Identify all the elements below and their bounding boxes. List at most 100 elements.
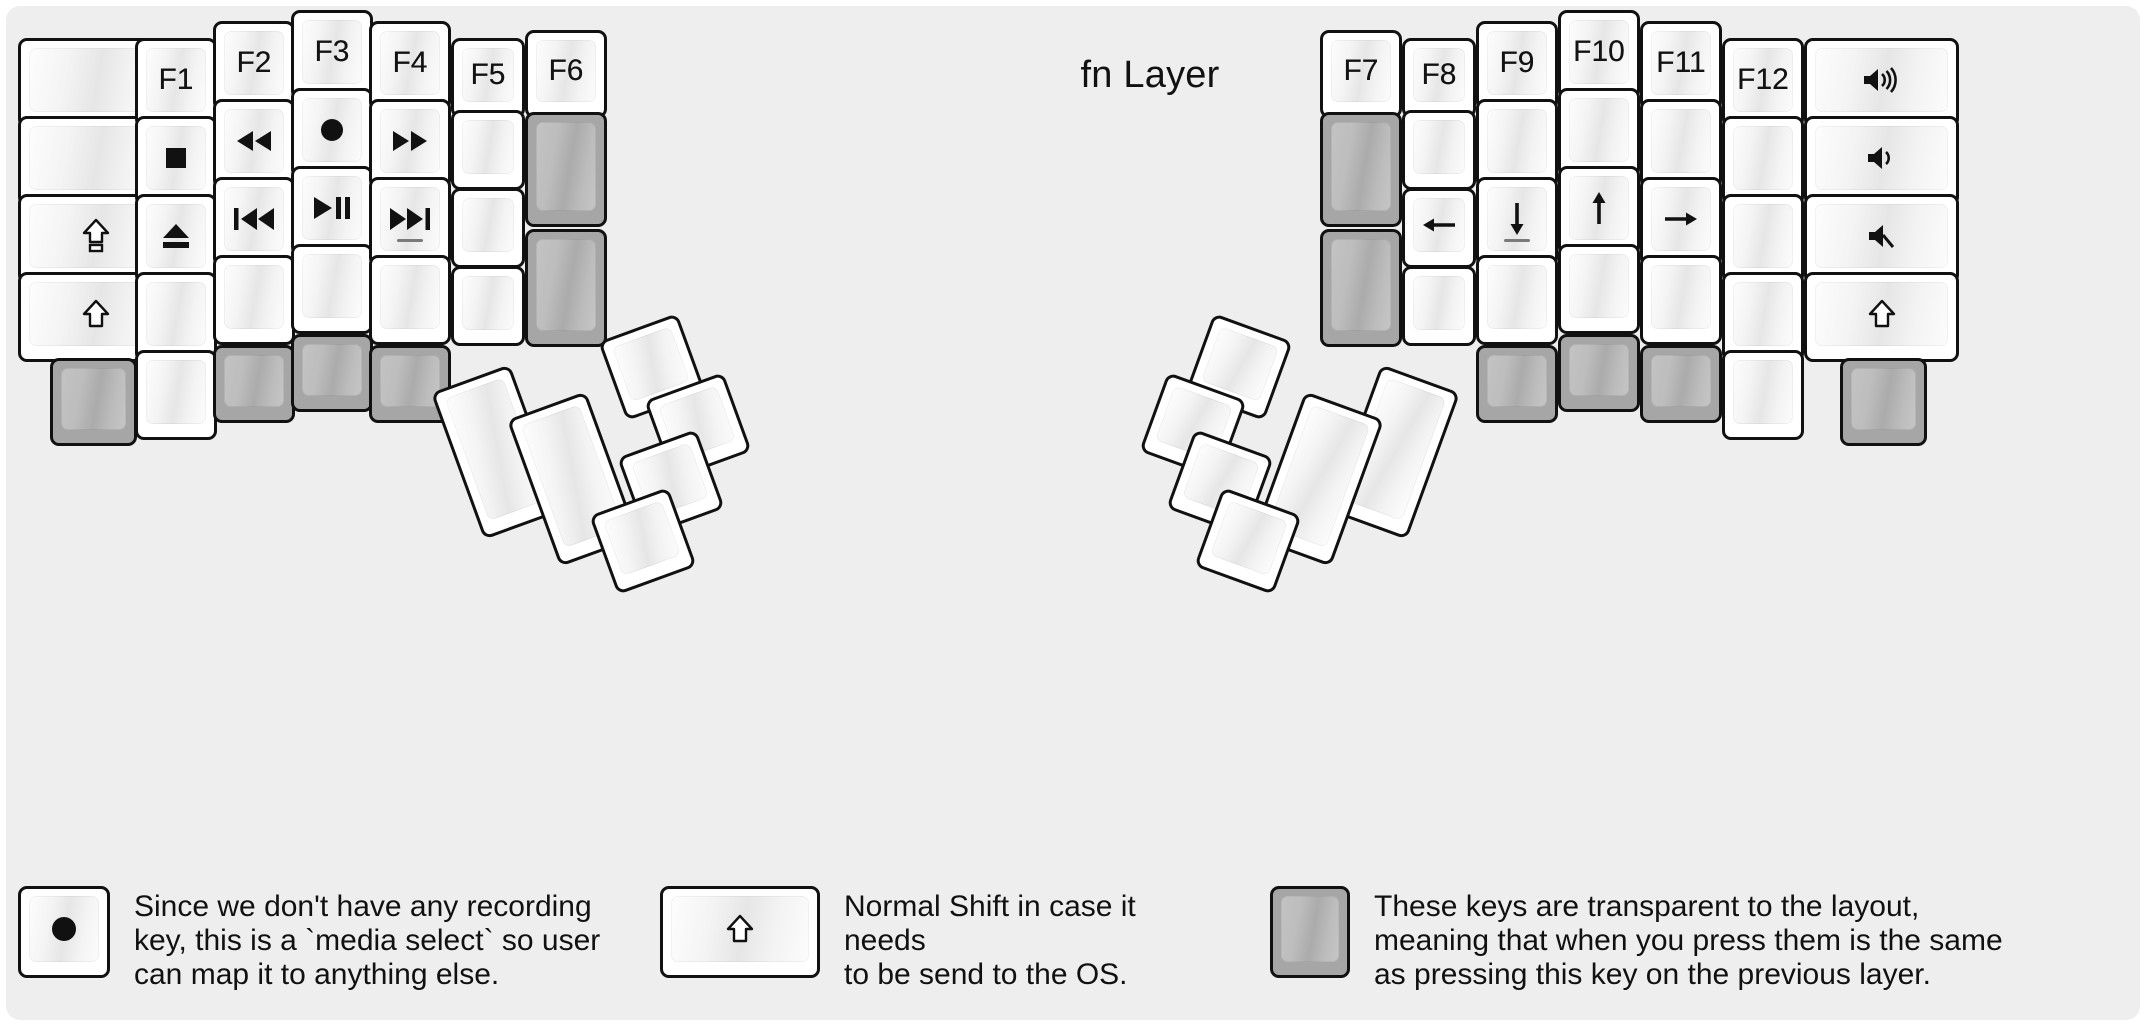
key-l-c5-r2[interactable] <box>369 99 451 189</box>
key-cap <box>1651 109 1711 173</box>
key-cap <box>1815 126 1948 190</box>
key-r-c4-r2[interactable] <box>1558 88 1640 178</box>
key-r-c3-r2[interactable] <box>1476 99 1558 189</box>
key-cap <box>1413 276 1465 330</box>
key-l-c2-r5[interactable] <box>135 350 217 440</box>
key-l-c4-r5[interactable] <box>291 334 373 412</box>
key-r-c7-r1[interactable] <box>1804 38 1959 128</box>
key-l-c2-r3[interactable] <box>135 194 217 284</box>
legend-item: Normal Shift in case it needs to be send… <box>660 886 1220 992</box>
key-cap: F6 <box>536 40 596 102</box>
key-r-c6-r2[interactable] <box>1722 116 1804 206</box>
key-l-c7-r1[interactable]: F6 <box>525 30 607 118</box>
key-l-c6-r4[interactable] <box>451 266 525 346</box>
key-r-c3-r3[interactable] <box>1476 177 1558 267</box>
volume-mute-icon <box>1865 221 1899 251</box>
shift-arrow-icon <box>81 298 111 330</box>
key-l-c4-r1[interactable]: F3 <box>291 10 373 100</box>
key-l-c4-r4[interactable] <box>291 244 373 334</box>
key-r-c3-r4[interactable] <box>1476 255 1558 345</box>
record-circle-icon <box>47 912 81 946</box>
key-cap <box>1733 126 1793 190</box>
key-r-c5-r1[interactable]: F11 <box>1640 21 1722 111</box>
key-r-c5-r5[interactable] <box>1640 345 1722 423</box>
key-r-c6-r4[interactable] <box>1722 272 1804 362</box>
key-cap <box>1569 176 1629 240</box>
key-r-c4-r5[interactable] <box>1558 334 1640 412</box>
prev-track-icon <box>231 206 277 232</box>
key-r-c7-r3[interactable] <box>1804 194 1959 284</box>
key-cap: F8 <box>1413 48 1465 102</box>
key-cap: F3 <box>302 20 362 84</box>
key-r-c5-r3[interactable] <box>1640 177 1722 267</box>
key-l-c7-r2[interactable] <box>525 112 607 227</box>
key-r-c2-r2[interactable] <box>1402 110 1476 190</box>
key-cap <box>224 187 284 251</box>
key-cap <box>1733 360 1793 424</box>
key-r-c6-r1[interactable]: F12 <box>1722 38 1804 128</box>
key-label: F6 <box>548 54 584 87</box>
key-cap <box>602 500 682 577</box>
key-l-c6-r1[interactable]: F5 <box>451 38 525 118</box>
key-r-c3-r1[interactable]: F9 <box>1476 21 1558 111</box>
key-label: F3 <box>314 35 350 68</box>
key-r-c5-r2[interactable] <box>1640 99 1722 189</box>
key-cap <box>1651 355 1711 407</box>
key-l-c6-r2[interactable] <box>451 110 525 190</box>
key-cap <box>61 368 126 430</box>
key-r-c4-r4[interactable] <box>1558 244 1640 334</box>
key-r-c2-r4[interactable] <box>1402 266 1476 346</box>
key-r-c2-r3[interactable] <box>1402 188 1476 268</box>
homing-bar-icon <box>1504 239 1530 242</box>
key-cap <box>146 204 206 268</box>
key-cap <box>146 282 206 346</box>
key-cap <box>1487 109 1547 173</box>
key-cap <box>380 355 440 407</box>
key-r-c6-r5[interactable] <box>1722 350 1804 440</box>
key-l-c5-r4[interactable] <box>369 255 451 345</box>
key-l-c3-r1[interactable]: F2 <box>213 21 295 111</box>
key-r-c6-r3[interactable] <box>1722 194 1804 284</box>
key-cap <box>1815 282 1948 346</box>
key-r-c1-r3[interactable] <box>1320 229 1402 347</box>
key-l-c4-r2[interactable] <box>291 88 373 178</box>
key-l-c5-r3[interactable] <box>369 177 451 267</box>
key-l-c3-r5[interactable] <box>213 345 295 423</box>
key-l-c2-r1[interactable]: F1 <box>135 38 217 128</box>
key-cap <box>1815 48 1948 112</box>
key-r-c2-r1[interactable]: F8 <box>1402 38 1476 118</box>
key-r-c1-r2[interactable] <box>1320 112 1402 227</box>
key-cap <box>380 109 440 173</box>
key-cap: F11 <box>1651 31 1711 95</box>
key-cap <box>146 126 206 190</box>
key-r-c7-r4[interactable] <box>1804 272 1959 362</box>
stop-square-icon <box>159 141 193 175</box>
key-label: F5 <box>470 58 506 91</box>
key-l-c2-r4[interactable] <box>135 272 217 362</box>
key-l-c3-r2[interactable] <box>213 99 295 189</box>
key-r-c5-r4[interactable] <box>1640 255 1722 345</box>
key-r-c4-r3[interactable] <box>1558 166 1640 256</box>
key-r-c4-r1[interactable]: F10 <box>1558 10 1640 100</box>
key-r-c7-r2[interactable] <box>1804 116 1959 206</box>
arrow-down-icon <box>1504 199 1530 239</box>
key-cap <box>462 276 514 330</box>
key-cap <box>1209 500 1289 577</box>
key-l-c3-r4[interactable] <box>213 255 295 345</box>
play-pause-icon <box>310 194 354 222</box>
key-cap: F9 <box>1487 31 1547 95</box>
key-label: F1 <box>158 63 194 96</box>
key-cap <box>224 109 284 173</box>
key-r-c1-r1[interactable]: F7 <box>1320 30 1402 118</box>
key-l-c2-r2[interactable] <box>135 116 217 206</box>
key-l-c4-r3[interactable] <box>291 166 373 256</box>
key-l-c7-r3[interactable] <box>525 229 607 347</box>
key-r-c7-r5[interactable] <box>1840 358 1927 446</box>
key-l-c3-r3[interactable] <box>213 177 295 267</box>
legend-item: Since we don't have any recording key, t… <box>18 886 658 992</box>
key-l-c1-r5[interactable] <box>50 358 137 446</box>
key-l-c6-r3[interactable] <box>451 188 525 268</box>
key-l-c5-r1[interactable]: F4 <box>369 21 451 111</box>
key-r-c3-r5[interactable] <box>1476 345 1558 423</box>
